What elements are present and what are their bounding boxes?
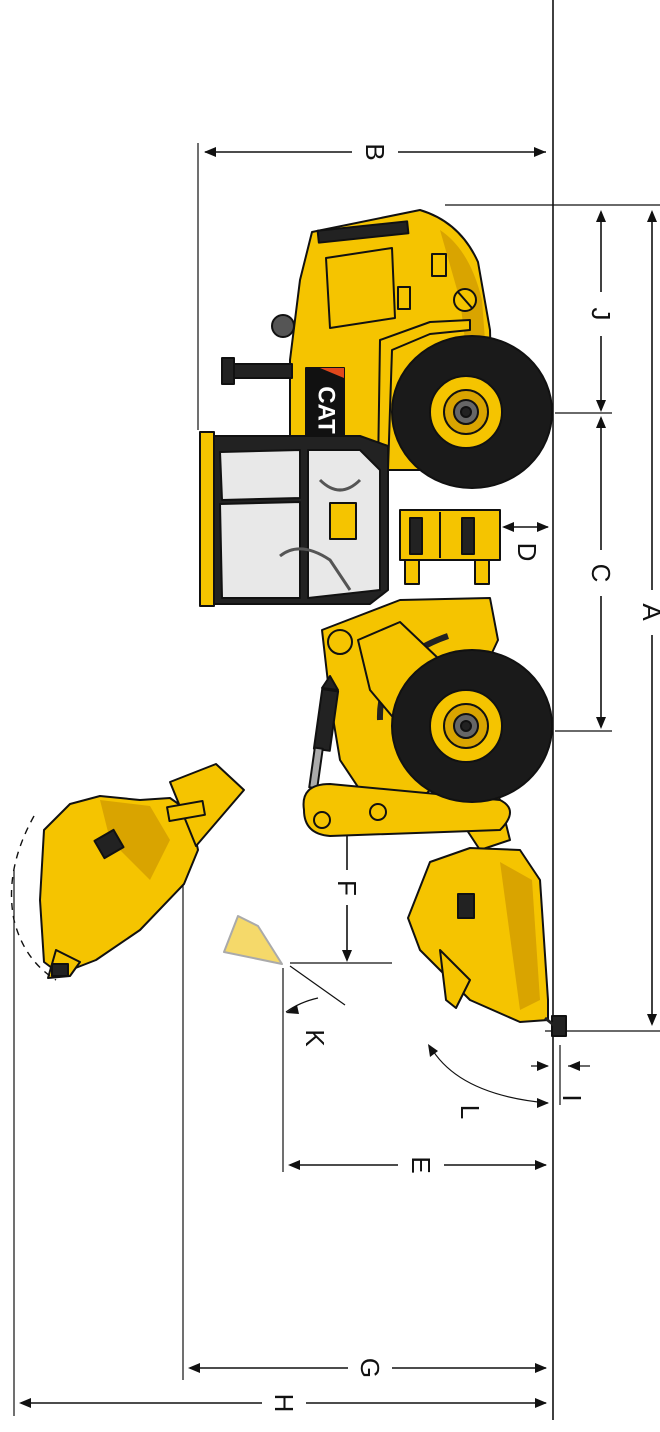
dimension-h: H (13, 870, 547, 1416)
dimension-d: D (502, 522, 549, 561)
dimension-label-h: H (269, 1394, 299, 1413)
rear-wheel (391, 335, 553, 489)
front-wheel (391, 649, 553, 803)
dimension-label-k: K (300, 1029, 330, 1047)
bucket-ground-position (407, 847, 567, 1037)
dimension-label-i: I (557, 1094, 587, 1101)
dimension-b: B (197, 143, 546, 430)
dimension-k: K (285, 965, 346, 1047)
operator-cab (199, 431, 389, 607)
bucket-raised-position (39, 763, 245, 979)
cat-logo: CAT (313, 386, 340, 434)
dimension-label-e: E (406, 1156, 436, 1173)
dimension-f: F (290, 814, 392, 964)
dimension-label-b: B (360, 143, 390, 160)
cab-window-lower (219, 501, 301, 599)
dimension-g: G (182, 870, 547, 1380)
dimension-l: L (428, 1044, 549, 1119)
dimension-label-a: A (637, 603, 660, 621)
dimension-label-g: G (355, 1358, 385, 1378)
cab-window-upper (219, 449, 301, 501)
dimension-label-j: J (586, 308, 616, 321)
dimension-label-c: C (586, 564, 616, 583)
dimension-i: I (531, 1045, 590, 1105)
dimension-label-f: F (332, 880, 362, 896)
dimension-a: A (445, 204, 660, 1032)
bucket-dump-arc (10, 815, 57, 981)
engine-grille (325, 247, 396, 329)
dimension-c: C (555, 416, 616, 732)
dimension-label-d: D (512, 543, 542, 562)
tilt-cylinder (312, 688, 340, 752)
dimension-j: J (555, 210, 616, 414)
dump-tooth-marker (223, 915, 283, 965)
wheel-loader-illustration: CAT (10, 209, 567, 1037)
dimension-label-l: L (455, 1105, 485, 1119)
air-precleaner (271, 314, 295, 338)
dimension-e: E (282, 968, 547, 1174)
